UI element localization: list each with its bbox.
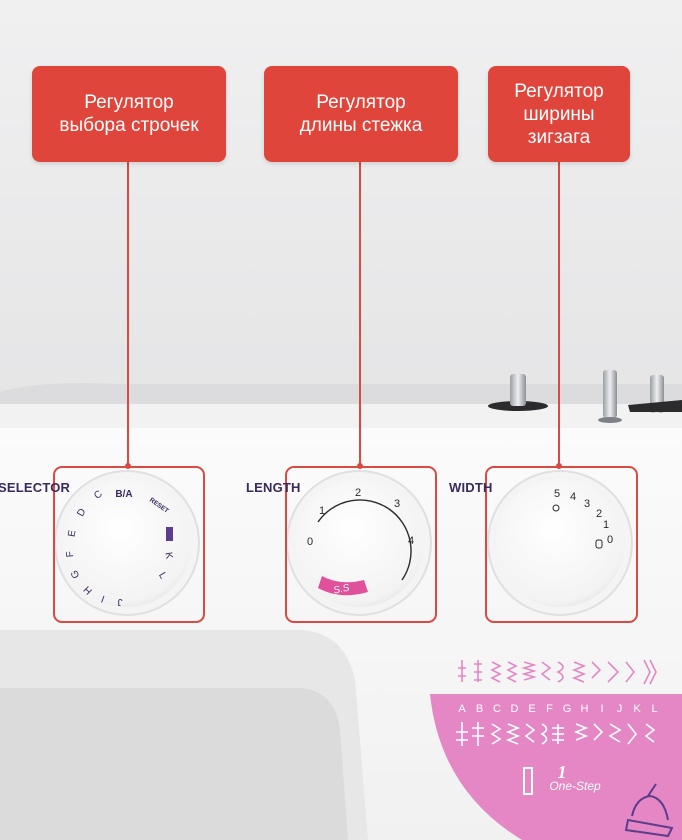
selector-top-label: B/A [115, 489, 132, 500]
width-mark: 3 [584, 498, 590, 510]
presser-foot-icon [624, 783, 674, 838]
stitch-letter: H [581, 703, 589, 715]
stitch-letter: K [633, 703, 641, 715]
stitch-letter: E [528, 703, 535, 715]
stitch-letter: A [458, 703, 466, 715]
length-panel-label: LENGTH [246, 480, 301, 495]
zigzag-width-callout-text: Регулятор ширины зигзага [514, 80, 604, 148]
length-mark: 3 [394, 498, 400, 510]
stitch-patterns-top [458, 659, 657, 685]
svg-text:1: 1 [558, 762, 567, 782]
stitch-letter: I [600, 703, 603, 715]
buttonhole-icon: 1 [523, 762, 567, 795]
stitch-patterns-bottom [456, 722, 656, 746]
selector-letter: L [156, 571, 169, 582]
selector-letter: K [162, 551, 174, 560]
width-dial-frame [485, 466, 638, 623]
length-dial-frame [285, 466, 437, 623]
stitch-letter: D [511, 703, 519, 715]
stitch-length-callout-text: Регулятор длины стежка [299, 92, 423, 136]
stitch-letter: C [493, 703, 501, 715]
width-mark: 2 [596, 508, 602, 520]
selector-panel-label: SELECTOR [0, 480, 71, 495]
stitch-length-callout: Регулятор длины стежка [264, 66, 458, 162]
length-dial[interactable] [286, 470, 432, 616]
stitch-letter: G [563, 703, 572, 715]
width-mark: 1 [603, 519, 609, 531]
stitch-letter: L [651, 703, 657, 715]
length-mark: 2 [355, 487, 361, 499]
selector-letter: D [75, 507, 88, 519]
selector-letter: E [67, 529, 79, 538]
width-dial[interactable] [487, 470, 633, 616]
one-step-label: One-Step [549, 779, 601, 793]
stitch-selector-callout: Регулятор выбора строчек [32, 66, 226, 162]
length-mark: 0 [307, 536, 313, 548]
selector-letter: I [100, 593, 106, 604]
selector-letter: J [118, 596, 123, 607]
stitch-letter: B [476, 703, 483, 715]
width-panel-label: WIDTH [449, 480, 493, 495]
stitch-letter: J [617, 703, 623, 715]
selector-letter: G [69, 568, 82, 580]
stitch-selector-callout-text: Регулятор выбора строчек [59, 92, 199, 136]
selector-letter: F [65, 551, 76, 558]
stretch-stitch-mark: S.S [332, 582, 350, 596]
length-mark: 1 [319, 505, 325, 517]
zigzag-width-callout: Регулятор ширины зигзага [488, 66, 630, 162]
width-mark: 4 [570, 491, 576, 503]
length-mark: 4 [408, 535, 414, 547]
spool-pins [488, 370, 682, 423]
callout-lines [127, 162, 560, 466]
selector-dial-frame [53, 466, 205, 623]
width-mark: 5 [554, 488, 560, 500]
width-mark: 0 [607, 534, 613, 546]
stitch-letter: F [546, 703, 553, 715]
